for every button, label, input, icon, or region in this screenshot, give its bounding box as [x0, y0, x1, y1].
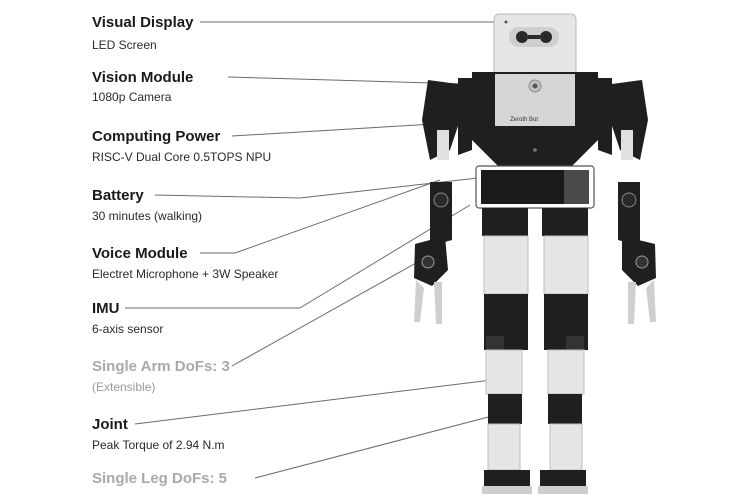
arm-right	[610, 80, 656, 324]
spec-subtitle: 6-axis sensor	[92, 322, 164, 336]
leg-right	[538, 235, 589, 494]
battery-pack	[475, 165, 595, 209]
spec-title: Single Arm DoFs: 3	[92, 358, 230, 375]
led-eye-right	[540, 31, 552, 43]
spec-visual-display: Visual Display LED Screen	[92, 14, 193, 53]
spec-subtitle: 1080p Camera	[92, 90, 172, 104]
leg-left	[482, 235, 532, 494]
spec-subtitle: Peak Torque of 2.94 N.m	[92, 438, 225, 452]
spec-joint: Joint Peak Torque of 2.94 N.m	[92, 416, 225, 453]
spec-title: Joint	[92, 416, 128, 433]
leader-line-battery-a	[154, 194, 301, 199]
spec-voice-module: Voice Module Electret Microphone + 3W Sp…	[92, 245, 278, 282]
spec-title: Computing Power	[92, 128, 221, 145]
leader-line-leg	[254, 414, 497, 479]
spec-arm-dofs: Single Arm DoFs: 3 (Extensible)	[92, 358, 230, 395]
led-eye-left	[516, 31, 528, 43]
shoulders	[458, 78, 612, 155]
leader-line-arm	[231, 257, 426, 367]
spec-subtitle: RISC-V Dual Core 0.5TOPS NPU	[92, 150, 272, 164]
leader-line-voice-b	[234, 179, 441, 254]
spec-subtitle: LED Screen	[92, 38, 157, 52]
leader-line-joint	[134, 377, 509, 425]
spec-title: Single Leg DoFs: 5	[92, 470, 228, 487]
spec-imu: IMU 6-axis sensor	[92, 300, 163, 337]
spec-title: Battery	[92, 187, 144, 204]
spec-subtitle: (Extensible)	[92, 380, 156, 394]
torso: Zeroth Bot	[472, 72, 598, 168]
spec-title: Vision Module	[92, 69, 194, 86]
spec-computing-power: Computing Power RISC-V Dual Core 0.5TOPS…	[92, 128, 271, 165]
spec-leg-dofs: Single Leg DoFs: 5	[92, 470, 227, 488]
spec-battery: Battery 30 minutes (walking)	[92, 187, 202, 224]
spec-title: Visual Display	[92, 14, 194, 31]
spec-subtitle: 30 minutes (walking)	[92, 209, 203, 223]
spec-title: Voice Module	[92, 245, 188, 262]
hips	[482, 208, 588, 236]
spec-vision-module: Vision Module 1080p Camera	[92, 69, 193, 105]
arm-left	[414, 80, 460, 324]
head-display	[493, 13, 577, 77]
chest-label: Zeroth Bot	[510, 117, 538, 123]
leader-line-battery-b	[299, 177, 479, 199]
spec-title: IMU	[92, 300, 120, 317]
spec-subtitle: Electret Microphone + 3W Speaker	[92, 267, 279, 281]
